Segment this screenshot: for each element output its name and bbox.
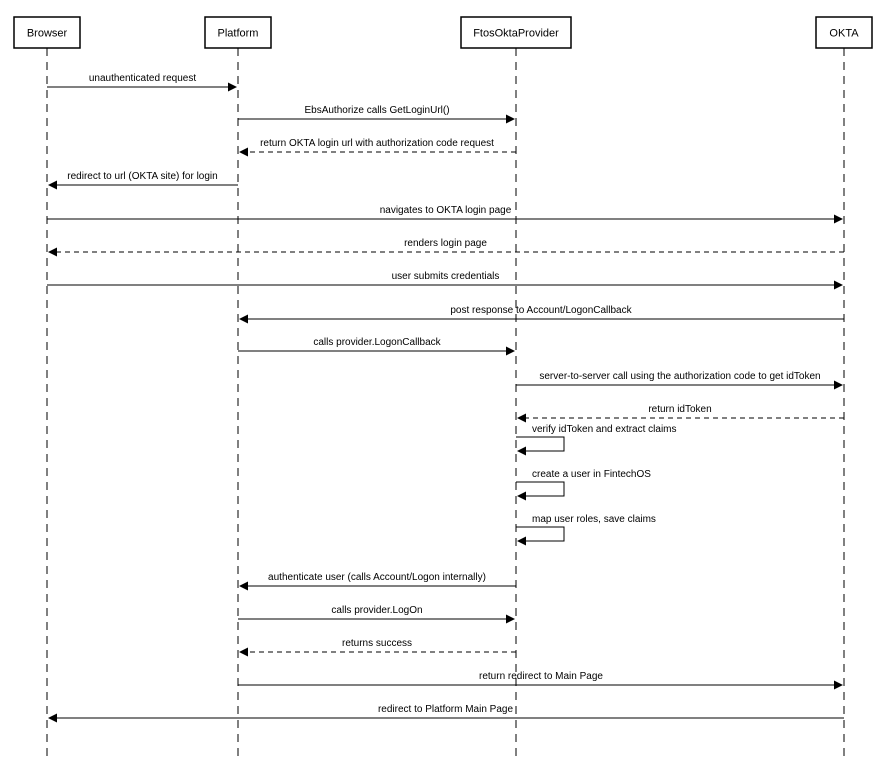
message-16: calls provider.LogOn [238,605,515,624]
arrowhead [239,147,248,157]
message-label: return redirect to Main Page [479,671,603,682]
message-label: EbsAuthorize calls GetLoginUrl() [304,105,449,116]
message-label: returns success [342,638,412,649]
message-label: navigates to OKTA login page [380,205,512,216]
arrowhead [239,314,248,324]
message-label: redirect to Platform Main Page [378,704,513,715]
participant-box [13,16,81,49]
arrowhead [506,114,515,124]
participant-provider: FtosOktaProvider [460,16,572,49]
message-label: create a user in FintechOS [532,469,651,480]
arrowhead [834,280,843,290]
arrowhead [239,647,248,657]
arrowhead [517,446,526,456]
message-8: post response to Account/LogonCallback [239,305,844,324]
message-1: unauthenticated request [47,73,237,92]
message-9: calls provider.LogonCallback [238,337,515,356]
self-message-line [516,526,565,542]
arrowhead [834,380,843,390]
message-18: return redirect to Main Page [238,671,843,690]
participant-label: OKTA [829,28,859,40]
message-label: redirect to url (OKTA site) for login [67,171,217,182]
participant-label: Browser [27,28,68,40]
message-label: renders login page [404,238,487,249]
arrowhead [506,346,515,356]
participant-label: Platform [218,28,259,40]
arrowhead [48,247,57,257]
message-14: map user roles, save claims [516,514,656,546]
arrowhead [834,680,843,690]
arrowhead [228,82,237,92]
message-5: navigates to OKTA login page [47,205,843,224]
message-3: return OKTA login url with authorization… [239,138,516,157]
message-label: calls provider.LogOn [331,605,422,616]
message-label: return idToken [648,404,711,415]
participant-browser: Browser [13,16,81,49]
message-label: calls provider.LogonCallback [313,337,441,348]
message-4: redirect to url (OKTA site) for login [48,171,238,190]
arrowhead [517,413,526,423]
message-13: create a user in FintechOS [516,469,651,501]
arrowhead [506,614,515,624]
self-message-line [516,436,565,452]
message-label: server-to-server call using the authoriz… [539,371,820,382]
participant-box [204,16,272,49]
message-19: redirect to Platform Main Page [48,704,844,723]
arrowhead [239,581,248,591]
message-12: verify idToken and extract claims [516,424,677,456]
participant-box [815,16,873,49]
message-label: unauthenticated request [89,73,197,84]
arrowhead [517,536,526,546]
message-label: user submits credentials [392,271,500,282]
message-2: EbsAuthorize calls GetLoginUrl() [238,105,515,124]
participant-label: FtosOktaProvider [473,28,559,40]
message-10: server-to-server call using the authoriz… [516,371,843,390]
arrowhead [48,713,57,723]
message-label: post response to Account/LogonCallback [450,305,632,316]
message-label: authenticate user (calls Account/Logon i… [268,572,486,583]
message-17: returns success [239,638,516,657]
arrowhead [834,214,843,224]
participant-platform: Platform [204,16,272,49]
arrowhead [517,491,526,501]
message-label: map user roles, save claims [532,514,656,525]
participant-okta: OKTA [815,16,873,49]
message-6: renders login page [48,238,844,257]
message-label: verify idToken and extract claims [532,424,677,435]
participant-box [460,16,572,49]
self-message-line [516,481,565,497]
arrowhead [48,180,57,190]
message-label: return OKTA login url with authorization… [260,138,494,149]
message-15: authenticate user (calls Account/Logon i… [239,572,516,591]
message-7: user submits credentials [47,271,843,290]
message-11: return idToken [517,404,844,423]
